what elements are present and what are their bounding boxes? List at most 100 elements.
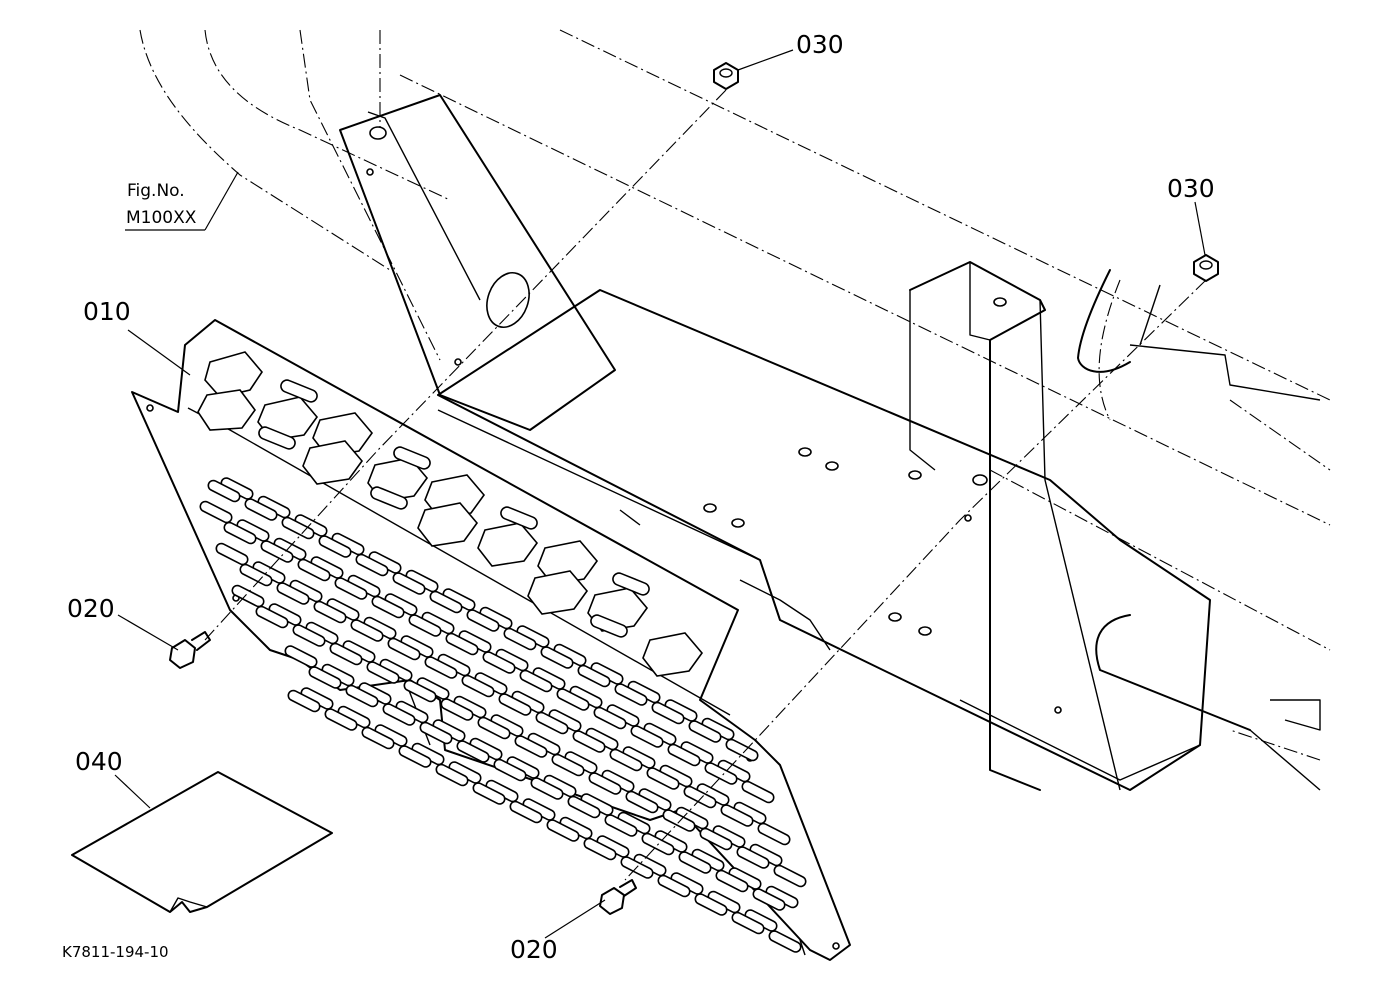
lattice-slot [768,930,802,953]
lattice-slot [355,553,389,577]
lattice-slot [752,888,786,911]
lattice-slot [287,689,321,713]
lattice-slot [456,740,490,763]
lattice-slot [694,893,728,916]
callout-040: 040 [75,747,123,776]
lattice-slot [593,706,627,730]
lattice-slot [408,614,442,637]
lattice-slot [736,846,770,869]
bolt-020-left [169,631,211,669]
lattice-slot [662,809,696,832]
lattice-slot [741,780,775,804]
lattice-slot [318,535,352,558]
nut-030-right [1193,254,1219,282]
lattice-slot [609,748,643,772]
lattice-slot [514,735,548,758]
lattice-slot [535,711,569,735]
lattice-slot [498,693,532,716]
lattice-slot [567,795,601,819]
lattice-slot [281,516,315,540]
lattice-slot [588,772,622,795]
lattice-slot [509,800,543,824]
lattice-slot [493,758,527,782]
lattice-slot [398,745,432,768]
lattice-slot [583,837,617,861]
lattice-slot [392,572,426,595]
lattice-slot [403,679,437,703]
frame-phantom-lines [139,29,1331,761]
lattice-slot [725,738,759,762]
lattice-slot [651,701,685,725]
lattice-slot [540,646,574,669]
frame-right-tube [1077,269,1321,791]
lattice-slot [551,753,585,777]
fastener-centerlines [204,89,1207,881]
lattice-slot [366,661,400,684]
lattice-slot [466,609,500,632]
lattice-slot [546,819,580,842]
drawing-number: K7811-194-10 [62,943,169,961]
lattice-slot [572,730,606,753]
lattice-slot [519,669,553,693]
callout-030-right: 030 [1167,174,1215,203]
lattice-slot [350,619,384,642]
lattice-slot [231,584,265,608]
lattice-slot [688,720,722,743]
lattice-slot [445,632,479,656]
lattice-slot [292,624,326,647]
frame-right-bracket [908,261,1121,791]
lattice-slot [773,864,807,888]
lattice-slot [472,782,506,805]
lattice-slot [530,777,564,800]
lattice-slot [577,664,611,688]
lattice-slot [678,851,712,874]
lattice-slot [429,590,463,614]
lattice-slot [329,642,363,666]
lattice-slot [223,521,257,545]
lattice-slot [244,498,278,521]
lattice-slot [345,684,379,708]
frame-rail [437,289,1211,791]
lattice-slot [477,716,511,740]
lattice-slot [699,827,733,851]
lattice-slot [382,703,416,726]
lattice-slot [704,762,738,785]
lattice-slot [207,479,241,503]
guard-plate-slot-openings [258,379,650,638]
nut-030-top [713,62,739,90]
lattice-slot [313,600,347,624]
lattice-slot [387,637,421,661]
lattice-slot [731,911,765,935]
figure-reference-line1: Fig.No. [127,181,185,201]
lattice-slot [715,869,749,893]
lattice-slot [461,674,495,698]
frame-bracket [339,94,616,431]
lattice-slot [604,814,638,837]
lattice-slot [308,666,342,689]
lattice-slot [757,822,791,846]
lattice-slot [419,721,453,745]
leader-lines [114,49,1206,939]
lattice-slot [667,743,701,767]
lattice-slot [440,698,474,721]
lattice-slot [297,558,331,582]
figure-reference-line2: M100XX [126,208,197,228]
lattice-slot [424,656,458,679]
callout-020-right: 020 [510,935,558,964]
lattice-slot [324,708,358,731]
label-sheet-040 [71,771,333,913]
callout-030-top: 030 [796,30,844,59]
lattice-slot [199,500,233,524]
lattice-slot [284,645,318,668]
lattice-slot [255,605,289,629]
lattice-slot [720,804,754,827]
callout-010: 010 [83,297,131,326]
lattice-slot [657,874,691,898]
lattice-slot [630,725,664,748]
lattice-slot [503,627,537,651]
lattice-slot [482,651,516,674]
lattice-slot [334,577,368,600]
callout-020-left: 020 [67,594,115,623]
lattice-slot [646,767,680,790]
